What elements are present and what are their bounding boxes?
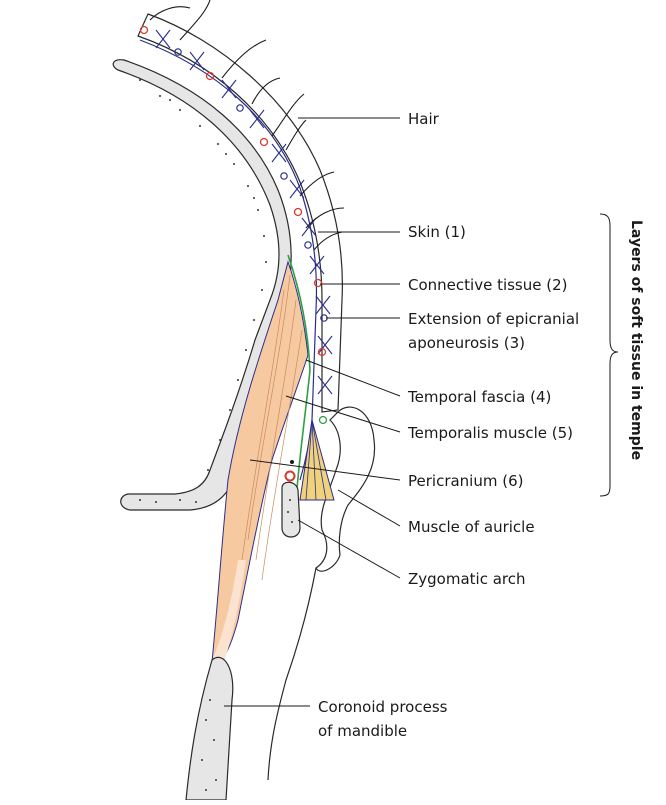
label-connective-tissue: Connective tissue (2) (408, 276, 568, 294)
label-pericranium: Pericranium (6) (408, 472, 524, 490)
auricle-muscle-fibres (305, 419, 327, 501)
bone-stippling (139, 79, 293, 791)
label-temporal-fascia: Temporal fascia (4) (407, 388, 551, 406)
label-skin: Skin (1) (408, 223, 466, 241)
label-zygomatic-arch: Zygomatic arch (408, 570, 526, 588)
ear-lower-outline (267, 567, 317, 781)
temporalis-tendon (210, 560, 246, 668)
muscle-fibres (241, 274, 303, 581)
hair-strands (149, 0, 345, 251)
temporal-fascia-line (287, 254, 311, 501)
label-temporalis-muscle: Temporalis muscle (5) (407, 424, 573, 442)
zygomatic-arch (281, 481, 301, 538)
label-hair: Hair (408, 110, 440, 128)
label-epicranial-line2: aponeurosis (3) (408, 334, 525, 352)
zygomatic-dot (290, 460, 294, 464)
label-muscle-of-auricle: Muscle of auricle (408, 518, 535, 536)
zygomatic-vessel (284, 470, 296, 482)
layers-bracket (599, 213, 619, 497)
coronoid-process (185, 656, 234, 801)
auricle-muscle (299, 419, 335, 501)
vessel-green (318, 415, 328, 425)
vessels-red (139, 25, 327, 357)
scalp-band (137, 13, 343, 413)
auricle-outline (315, 406, 376, 572)
label-coronoid-line1: Coronoid process (318, 698, 448, 716)
aponeurosis-x-marks (155, 29, 333, 395)
label-epicranial-line1: Extension of epicranial (408, 310, 579, 328)
label-coronoid-line2: of mandible (318, 722, 407, 740)
label-layers-bracket: Layers of soft tissue in temple (628, 220, 644, 460)
leader-lines (224, 117, 401, 707)
